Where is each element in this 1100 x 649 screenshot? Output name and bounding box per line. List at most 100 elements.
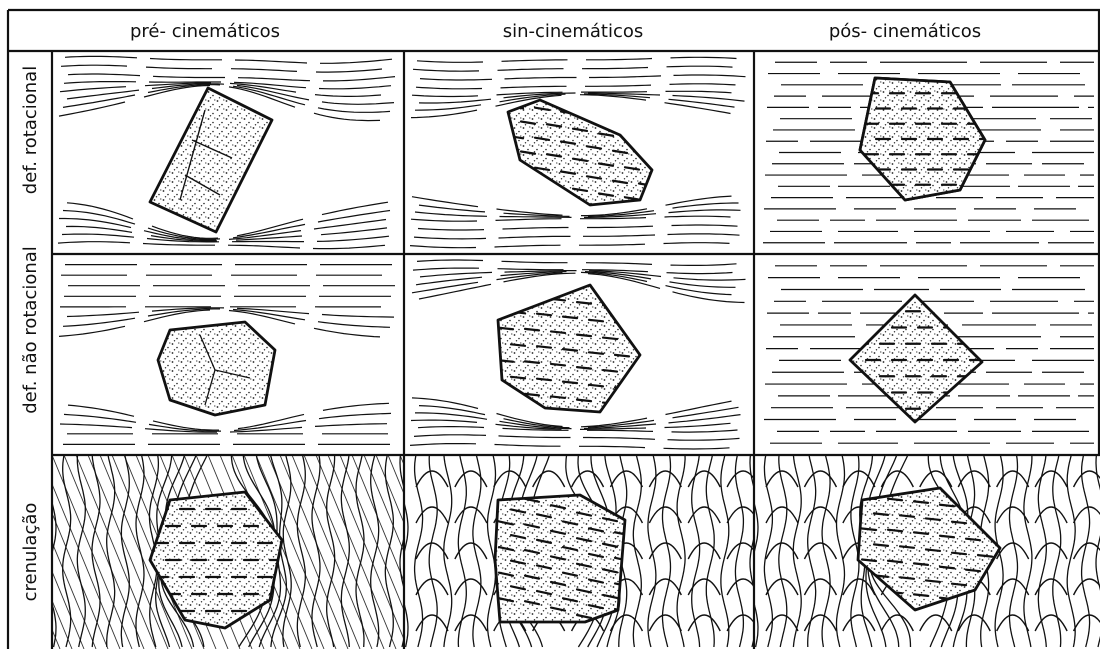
crenulation-line — [121, 455, 129, 647]
inclusion-dash — [551, 364, 565, 366]
inclusion-dash — [862, 529, 876, 531]
crenulation-line — [107, 455, 115, 647]
crenulation-hatch — [4, 455, 84, 649]
crenulation-line — [1067, 455, 1075, 647]
inclusion-dash — [629, 404, 643, 406]
inclusion-dash — [888, 499, 902, 501]
crenulation-line — [677, 455, 685, 647]
porphyroblast — [850, 295, 982, 422]
inclusion-dash — [577, 400, 591, 402]
crenulation-line — [371, 455, 379, 647]
crenulation-arc — [843, 615, 875, 631]
foliation-line — [418, 225, 738, 230]
crenulation-line — [385, 455, 393, 647]
crenulation-line — [1053, 455, 1061, 647]
crenulation-line — [1010, 455, 1018, 647]
crenulation-arc — [416, 543, 448, 559]
cell-post-rotational — [763, 62, 1094, 242]
inclusion-dash — [577, 335, 591, 337]
inclusion-dash — [888, 561, 902, 563]
inclusion-dash — [613, 121, 627, 123]
crenulation-arc — [649, 471, 681, 487]
crenulation-line — [793, 455, 801, 647]
inclusion-dash — [966, 539, 980, 541]
inclusion-dash — [926, 518, 940, 520]
foliation-line — [414, 435, 740, 440]
inclusion-dash — [511, 377, 525, 379]
crenulation-arc — [455, 507, 487, 523]
crenulation-hatch — [76, 455, 156, 649]
inclusion-dash — [563, 317, 577, 319]
inclusion-dash — [589, 320, 603, 322]
inclusion-dash — [900, 577, 914, 579]
foliation-line — [61, 65, 382, 72]
inclusion-dash — [551, 331, 565, 333]
inclusion-dash — [914, 532, 928, 534]
inclusion-dash — [509, 166, 523, 168]
inclusion-dash — [926, 549, 940, 551]
inclusion-dash — [551, 396, 565, 398]
inclusion-dash — [952, 584, 966, 586]
inclusion-dash — [615, 355, 629, 357]
crenulation-line — [721, 455, 729, 647]
inclusion-dash — [914, 563, 928, 565]
inclusion-dash — [587, 116, 601, 118]
inclusion-dash — [952, 553, 966, 555]
crenulation-arc — [958, 615, 990, 631]
inclusion-dash — [563, 382, 577, 384]
cell-syn-non-rotational — [410, 260, 746, 449]
foliation-line — [414, 234, 740, 239]
column-header-pre-kinematic: pré- cinemáticos — [130, 21, 280, 42]
inclusion-dash — [992, 571, 1006, 573]
crenulation-hatch — [292, 455, 372, 649]
crenulation-line — [77, 455, 85, 647]
crenulation-arc — [649, 543, 681, 559]
foliation-line — [418, 427, 738, 433]
inclusion-dash — [577, 302, 591, 304]
inclusion-dash — [499, 295, 513, 297]
crenulation-arc — [804, 579, 836, 595]
crenulation-line — [706, 455, 714, 647]
cell-pre-non-rotational — [59, 265, 395, 445]
inclusion-dash — [641, 388, 655, 390]
crenulation-line — [429, 455, 437, 647]
inclusion-dash — [992, 509, 1006, 511]
crenulation-line — [1024, 455, 1032, 647]
crenulation-hatch — [52, 455, 132, 649]
inclusion-dash — [603, 370, 617, 372]
foliation-line — [410, 243, 730, 248]
inclusion-dash — [499, 393, 513, 395]
crenulation-hatch — [0, 455, 12, 649]
crenulation-arc — [766, 615, 798, 631]
cell-post-crenulation — [750, 455, 1100, 649]
crenulation-line — [837, 455, 845, 647]
inclusion-dash — [589, 385, 603, 387]
foliation-line — [417, 57, 737, 62]
inclusion-dash — [603, 403, 617, 405]
foliation-line — [412, 196, 732, 216]
foliation-line — [68, 74, 395, 81]
column-header-post-kinematic: pós- cinemáticos — [829, 21, 981, 42]
inclusion-dash — [952, 522, 966, 524]
foliation-line — [417, 260, 737, 265]
crenulation-arc — [920, 471, 952, 487]
inclusion-dash — [862, 560, 876, 562]
foliation-line — [64, 413, 391, 431]
foliation-line — [67, 308, 394, 317]
crenulation-arc — [1074, 615, 1100, 631]
crenulation-arc — [804, 507, 836, 523]
crenulation-arc — [920, 615, 952, 631]
crenulation-arc — [766, 507, 798, 523]
inclusion-dash — [525, 296, 539, 298]
crenulation-arc — [881, 471, 913, 487]
crenulation-arc — [455, 579, 487, 595]
porphyroblast — [498, 285, 640, 412]
crenulation-hatch — [280, 455, 360, 649]
crenulation-line — [92, 455, 100, 647]
inclusion-dash — [874, 544, 888, 546]
cell-syn-crenulation — [400, 455, 759, 649]
foliation-line — [60, 424, 387, 433]
crenulation-arc — [1074, 579, 1100, 595]
inclusion-dash — [525, 361, 539, 363]
